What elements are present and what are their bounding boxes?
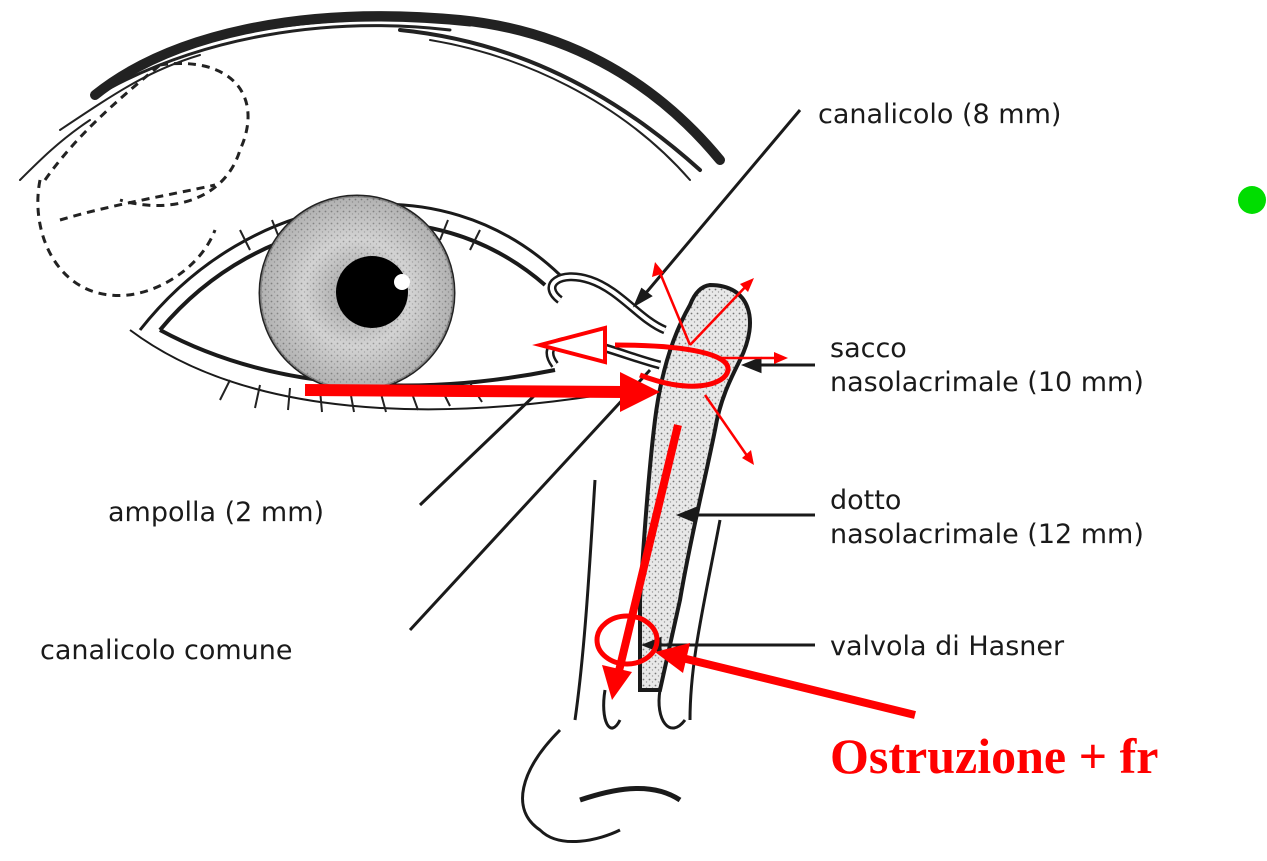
- tear-flow-arrow: [305, 390, 625, 392]
- obstruction-callout: Ostruzione + fr: [830, 727, 1158, 785]
- obstruction-pointer: [670, 655, 915, 715]
- label-dotto-line1: dotto: [830, 484, 1144, 518]
- label-valvola-hasner: valvola di Hasner: [830, 630, 1064, 664]
- label-sacco-line2: nasolacrimale (10 mm): [830, 366, 1144, 400]
- drainage-arrowhead: [602, 665, 632, 700]
- label-canalicolo-comune: canalicolo comune: [40, 634, 293, 668]
- label-dotto-nasolacrimale: dotto nasolacrimale (12 mm): [830, 484, 1144, 552]
- label-ampolla: ampolla (2 mm): [108, 496, 324, 530]
- label-dotto-line2: nasolacrimale (12 mm): [830, 518, 1144, 552]
- eyebrow: [20, 16, 720, 180]
- label-sacco-nasolacrimale: sacco nasolacrimale (10 mm): [830, 332, 1144, 400]
- leader-ampolla: [420, 395, 535, 505]
- bullet-dot: [1238, 186, 1266, 214]
- lacrimal-gland: [38, 63, 248, 295]
- label-sacco-line1: sacco: [830, 332, 1144, 366]
- eyeball: [260, 196, 454, 390]
- label-canalicolo: canalicolo (8 mm): [818, 98, 1061, 132]
